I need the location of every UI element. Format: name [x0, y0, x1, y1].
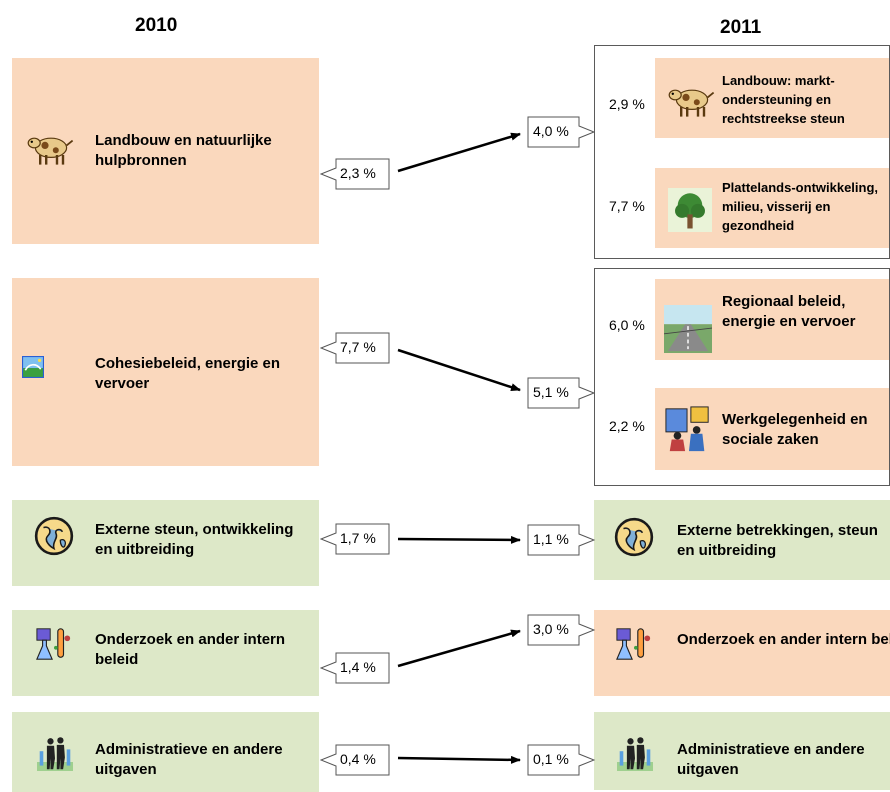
arrow-agriculture	[397, 132, 521, 173]
callout-2011-agriculture-text: 4,0 %	[533, 123, 569, 139]
arrow-external	[397, 535, 521, 544]
callout-2011-cohesion: 5,1 %	[527, 377, 595, 409]
arrow-admin	[397, 755, 521, 764]
people-icon	[37, 733, 73, 773]
callout-2011-admin-text: 0,1 %	[533, 751, 569, 767]
people-icon	[617, 733, 653, 773]
callout-2011-external: 1,1 %	[527, 524, 595, 556]
callout-2011-admin: 0,1 %	[527, 744, 595, 776]
right-label-research: Onderzoek en ander intern beleid	[677, 631, 890, 648]
callout-2010-external: 1,7 %	[320, 523, 390, 555]
pct-market-support: 2,9 %	[609, 96, 645, 112]
callout-2010-cohesion: 7,7 %	[320, 332, 390, 364]
right-label-external: Externe betrekkingen, steun en uitbreidi…	[677, 522, 878, 559]
right-label-rural-development: Plattelands-ontwikkeling, milieu, visser…	[722, 180, 879, 233]
workers-icon	[664, 405, 712, 453]
year-2010-heading: 2010	[135, 15, 178, 36]
left-label-cohesion: Cohesiebeleid, energie en vervoer	[95, 355, 281, 392]
cow-icon	[668, 83, 716, 119]
globe-icon	[33, 515, 75, 557]
callout-2011-external-text: 1,1 %	[533, 531, 569, 547]
callout-2010-agriculture: 2,3 %	[320, 158, 390, 190]
landscape-icon	[22, 349, 44, 385]
right-label-regional-policy: Regionaal beleid, energie en vervoer	[722, 293, 856, 330]
right-label-employment: Werkgelegenheid en sociale zaken	[722, 411, 868, 448]
callout-2010-research: 1,4 %	[320, 652, 390, 684]
cow-icon	[27, 131, 75, 167]
callout-2011-research: 3,0 %	[527, 614, 595, 646]
callout-2010-agriculture-text: 2,3 %	[340, 165, 376, 181]
globe-icon	[613, 516, 655, 558]
right-label-market-support: Landbouw: markt-ondersteuning en rechtst…	[722, 73, 845, 126]
callout-2010-research-text: 1,4 %	[340, 659, 376, 675]
right-label-admin: Administratieve en andere uitgaven	[677, 741, 865, 778]
pct-employment: 2,2 %	[609, 418, 645, 434]
callout-2010-admin-text: 0,4 %	[340, 751, 376, 767]
tree-icon	[668, 188, 712, 232]
pct-regional-policy: 6,0 %	[609, 317, 645, 333]
callout-2010-external-text: 1,7 %	[340, 530, 376, 546]
arrow-cohesion	[397, 348, 521, 392]
left-label-research: Onderzoek en ander intern beleid	[95, 631, 286, 668]
year-2011-heading: 2011	[720, 17, 762, 38]
arrow-research	[397, 629, 521, 668]
lab-icon	[615, 624, 653, 664]
callout-2010-cohesion-text: 7,7 %	[340, 339, 376, 355]
pct-rural-development: 7,7 %	[609, 198, 645, 214]
lab-icon	[35, 624, 73, 664]
left-label-agriculture: Landbouw en natuurlijke hulpbronnen	[95, 132, 272, 169]
callout-2011-research-text: 3,0 %	[533, 621, 569, 637]
left-label-external: Externe steun, ontwikkeling en uitbreidi…	[95, 521, 294, 558]
callout-2011-agriculture: 4,0 %	[527, 116, 595, 148]
left-label-admin: Administratieve en andere uitgaven	[95, 741, 283, 778]
road-icon	[664, 305, 712, 353]
callout-2010-admin: 0,4 %	[320, 744, 390, 776]
callout-2011-cohesion-text: 5,1 %	[533, 384, 569, 400]
left-box-cohesion	[12, 278, 319, 466]
